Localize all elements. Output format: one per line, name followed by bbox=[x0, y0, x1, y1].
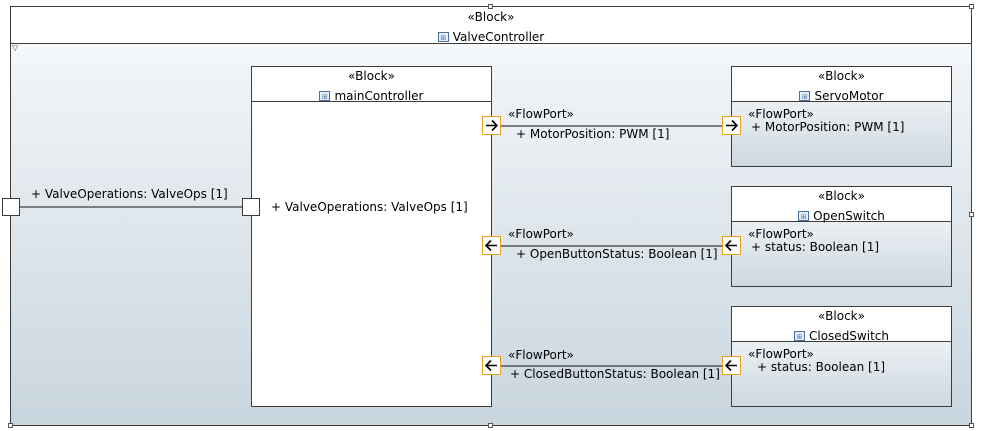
block-maincontroller[interactable]: «Block» ⊞ mainController bbox=[251, 66, 492, 407]
port-label-valveoperations-outer: + ValveOperations: ValveOps [1] bbox=[31, 187, 228, 201]
block-header: «Block» ⊞ OpenSwitch bbox=[732, 187, 951, 224]
block-header: «Block» ⊞ mainController bbox=[252, 67, 491, 104]
flowport-label-servo: + MotorPosition: PWM [1] bbox=[751, 120, 905, 134]
block-title: ⊞ ClosedSwitch bbox=[794, 328, 889, 344]
block-icon: ⊞ bbox=[799, 91, 811, 101]
block-servomotor[interactable]: «Block» ⊞ ServoMotor bbox=[731, 66, 952, 167]
block-name: ServoMotor bbox=[814, 89, 884, 103]
flowport-motorposition-servo[interactable] bbox=[722, 116, 741, 135]
flowport-stereotype: «FlowPort» bbox=[508, 107, 574, 121]
block-name: ValveController bbox=[452, 30, 545, 44]
flowport-stereotype: «FlowPort» bbox=[748, 347, 814, 361]
block-icon: ⊞ bbox=[798, 211, 810, 221]
block-stereotype: «Block» bbox=[818, 69, 865, 83]
flowport-label-openbutton: + OpenButtonStatus: Boolean [1] bbox=[516, 247, 718, 261]
arrow-left-icon bbox=[724, 359, 737, 372]
arrow-left-icon bbox=[724, 239, 737, 252]
block-name: mainController bbox=[334, 89, 424, 103]
port-label-valveoperations-controller: + ValveOperations: ValveOps [1] bbox=[271, 200, 468, 214]
selection-handle-top[interactable] bbox=[488, 4, 493, 9]
flowport-stereotype: «FlowPort» bbox=[748, 107, 814, 121]
block-stereotype: «Block» bbox=[818, 309, 865, 323]
block-closedswitch[interactable]: «Block» ⊞ ClosedSwitch bbox=[731, 306, 952, 407]
selection-handle-top-right[interactable] bbox=[969, 4, 974, 9]
flowport-closedbutton-controller[interactable] bbox=[482, 356, 501, 375]
block-header: «Block» ⊞ ValveController bbox=[11, 7, 971, 44]
block-title: ⊞ ServoMotor bbox=[799, 88, 884, 104]
port-valveoperations-outer[interactable] bbox=[2, 198, 20, 216]
selection-handle-bottom[interactable] bbox=[488, 423, 493, 428]
collapse-triangle-icon[interactable]: ▽ bbox=[12, 43, 19, 52]
flowport-stereotype: «FlowPort» bbox=[508, 227, 574, 241]
selection-handle-bottom-left[interactable] bbox=[8, 423, 13, 428]
block-stereotype: «Block» bbox=[467, 10, 515, 24]
flowport-label-closedswitch: + status: Boolean [1] bbox=[757, 360, 886, 374]
flowport-status-closedswitch[interactable] bbox=[722, 356, 741, 375]
flowport-label-motorposition: + MotorPosition: PWM [1] bbox=[516, 127, 670, 141]
flowport-status-openswitch[interactable] bbox=[722, 236, 741, 255]
selection-handle-right[interactable] bbox=[969, 212, 974, 217]
arrow-right-icon bbox=[726, 119, 739, 132]
block-title: ⊞ mainController bbox=[319, 88, 424, 104]
block-icon: ⊞ bbox=[437, 32, 449, 42]
flowport-stereotype: «FlowPort» bbox=[748, 227, 814, 241]
flowport-label-closedbutton: + ClosedButtonStatus: Boolean [1] bbox=[510, 367, 720, 381]
block-stereotype: «Block» bbox=[348, 69, 395, 83]
arrow-left-icon bbox=[484, 239, 497, 252]
block-title: ⊞ OpenSwitch bbox=[798, 208, 885, 224]
block-icon: ⊞ bbox=[319, 91, 331, 101]
arrow-right-icon bbox=[486, 119, 499, 132]
arrow-left-icon bbox=[484, 359, 497, 372]
flowport-stereotype: «FlowPort» bbox=[508, 348, 574, 362]
block-icon: ⊞ bbox=[794, 331, 805, 341]
block-name: OpenSwitch bbox=[813, 209, 885, 223]
block-header: «Block» ⊞ ServoMotor bbox=[732, 67, 951, 104]
block-title: ⊞ ValveController bbox=[437, 29, 545, 45]
block-openswitch[interactable]: «Block» ⊞ OpenSwitch bbox=[731, 186, 952, 287]
block-header: «Block» ⊞ ClosedSwitch bbox=[732, 307, 951, 344]
block-name: ClosedSwitch bbox=[809, 329, 889, 343]
flowport-motorposition-controller[interactable] bbox=[482, 116, 501, 135]
block-stereotype: «Block» bbox=[818, 189, 865, 203]
selection-handle-bottom-right[interactable] bbox=[969, 423, 974, 428]
port-valveoperations-controller[interactable] bbox=[242, 198, 260, 216]
flowport-label-openswitch: + status: Boolean [1] bbox=[751, 240, 880, 254]
flowport-openbutton-controller[interactable] bbox=[482, 236, 501, 255]
